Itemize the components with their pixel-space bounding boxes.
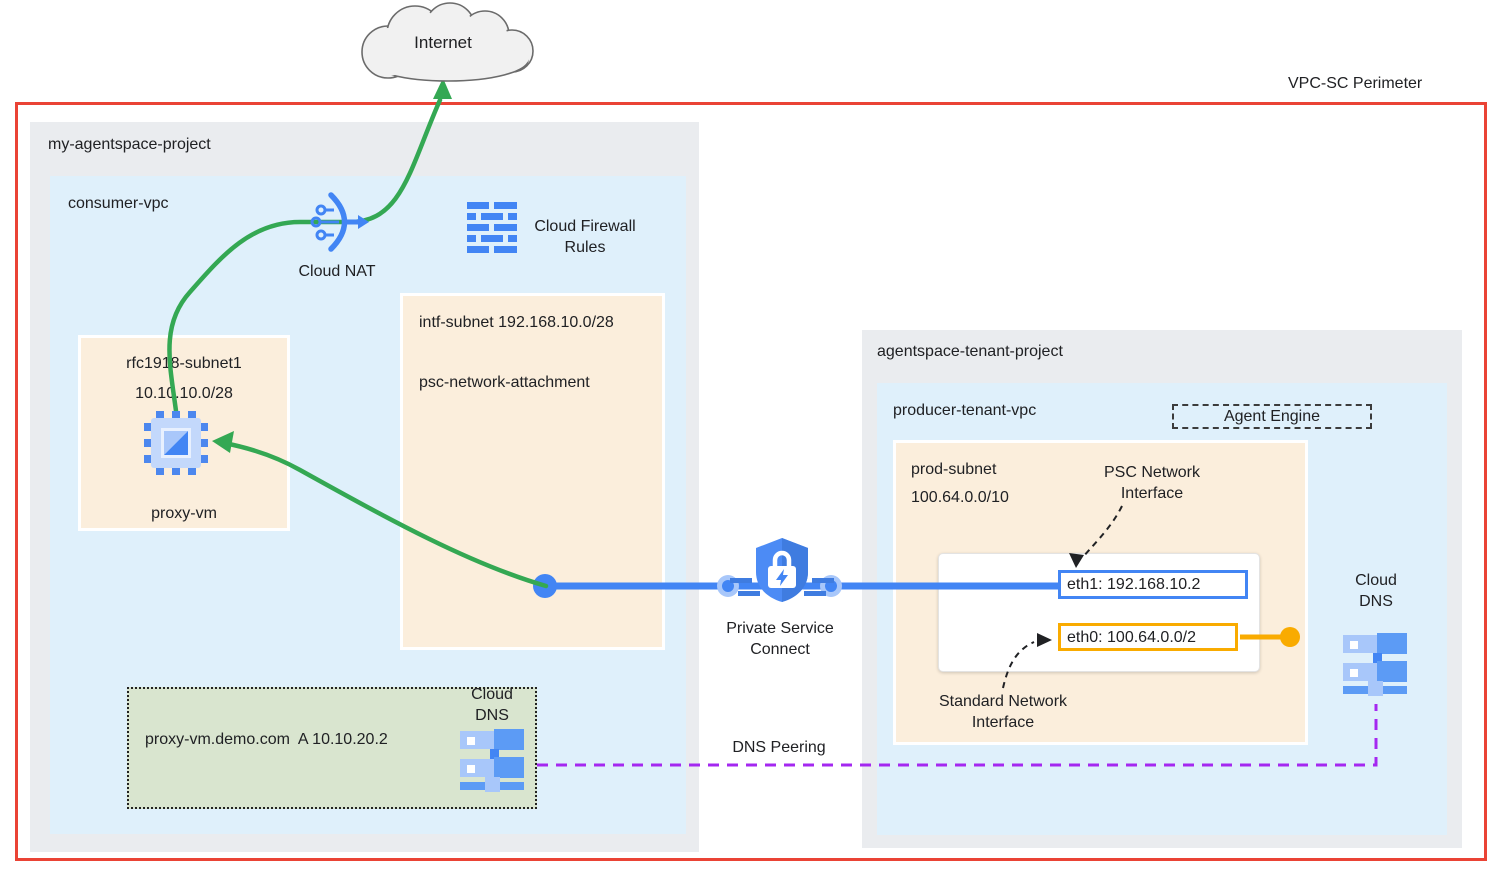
agent-engine-box: Agent Engine: [1172, 404, 1372, 429]
proxy-vm-label: proxy-vm: [151, 505, 217, 522]
intf-subnet-name: intf-subnet 192.168.10.0/28: [419, 314, 614, 331]
cloud-firewall-icon: [467, 202, 517, 253]
cloud-nat-label: Cloud NAT: [298, 263, 376, 280]
cloud-nat-icon: [310, 192, 369, 252]
agent-engine-label: Agent Engine: [1223, 408, 1321, 425]
intf-subnet-box: intf-subnet 192.168.10.0/28 psc-network-…: [400, 293, 665, 650]
private-service-connect-icon: [730, 538, 834, 602]
psc-label: Private Service Connect: [726, 620, 834, 658]
cloud-dns-left-label: Cloud DNS: [471, 686, 513, 724]
proxy-vm-icon: [144, 411, 208, 475]
dns-peering-label: DNS Peering: [732, 739, 826, 756]
rfc1918-subnet-cidr: 10.10.10.0/28: [135, 385, 233, 402]
eth1-interface: eth1: 192.168.10.2: [1058, 570, 1248, 599]
std-nic-label: Standard Network Interface: [938, 693, 1068, 731]
vpc-sc-perimeter-label: VPC-SC Perimeter: [1288, 75, 1423, 92]
psc-network-attachment-label: psc-network-attachment: [419, 374, 590, 391]
rfc1918-subnet-name: rfc1918-subnet1: [126, 355, 242, 372]
producer-vpc-title: producer-tenant-vpc: [893, 402, 1037, 419]
prod-subnet-name: prod-subnet: [911, 461, 997, 478]
cloud-dns-right-label: Cloud DNS: [1355, 572, 1397, 610]
consumer-vpc-title: consumer-vpc: [68, 195, 169, 212]
vpc-sc-perimeter-box: [15, 102, 1487, 861]
consumer-project-title: my-agentspace-project: [48, 136, 211, 153]
internet-label: Internet: [414, 33, 472, 52]
eth1-text: eth1: 192.168.10.2: [1067, 576, 1201, 593]
eth0-interface: eth0: 100.64.0.0/2: [1058, 623, 1238, 651]
dns-record-text: proxy-vm.demo.com A 10.10.20.2: [145, 731, 388, 748]
internet-cloud-icon: [361, 2, 534, 82]
prod-subnet-cidr: 100.64.0.0/10: [911, 489, 1009, 506]
eth0-text: eth0: 100.64.0.0/2: [1067, 629, 1196, 646]
cloud-dns-left-icon: [460, 729, 524, 792]
cloud-firewall-label: Cloud Firewall Rules: [534, 218, 636, 256]
cloud-dns-right-icon: [1343, 633, 1407, 696]
psc-nic-label: PSC Network Interface: [1103, 464, 1201, 502]
tenant-project-title: agentspace-tenant-project: [877, 343, 1063, 360]
